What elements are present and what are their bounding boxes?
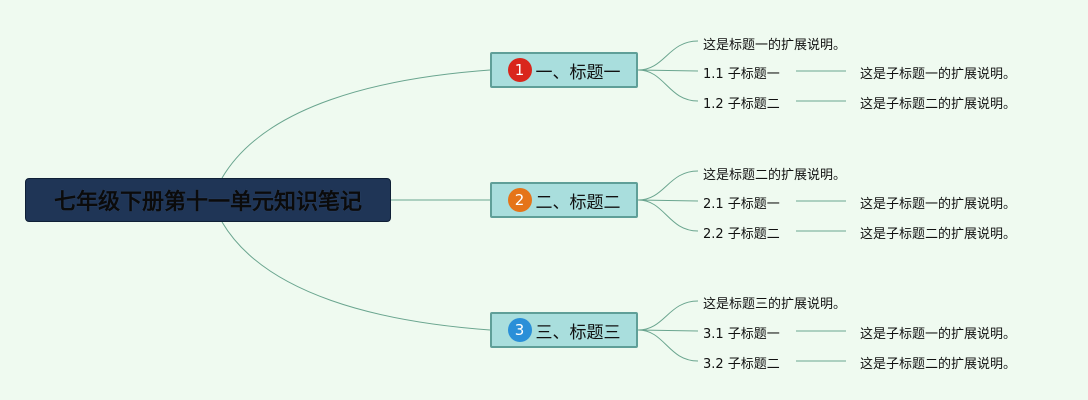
link-topic-3-branch-3 <box>637 329 699 362</box>
topic-node-1[interactable]: 1 一、标题一 <box>490 52 638 88</box>
topic-note[interactable]: 这是标题三的扩展说明。 <box>703 297 847 312</box>
root-title: 七年级下册第十一单元知识笔记 <box>53 190 362 215</box>
link-topic-3-branch-2 <box>637 329 699 332</box>
subtopic-node[interactable]: 3.1 子标题一 <box>703 327 780 342</box>
root-node[interactable]: 七年级下册第十一单元知识笔记 <box>25 178 391 222</box>
subtopic-detail[interactable]: 这是子标题二的扩展说明。 <box>860 357 1017 372</box>
topic-label: 二、标题二 <box>535 192 621 213</box>
subtopic-node[interactable]: 1.1 子标题一 <box>703 67 780 82</box>
link-topic-1-branch-1 <box>637 40 699 71</box>
link-topic-2-branch-2 <box>637 199 699 202</box>
link-root-topic-3 <box>221 221 491 331</box>
link-topic-1-branch-2 <box>637 69 699 72</box>
number-3-badge-icon: 3 <box>507 318 532 342</box>
topic-note[interactable]: 这是标题二的扩展说明。 <box>703 168 847 183</box>
link-topic-2-branch-1 <box>637 170 699 201</box>
subtopic-detail[interactable]: 这是子标题一的扩展说明。 <box>860 327 1017 342</box>
link-topic-2-branch-3 <box>637 199 699 232</box>
subtopic-detail[interactable]: 这是子标题一的扩展说明。 <box>860 197 1017 212</box>
subtopic-node[interactable]: 2.2 子标题二 <box>703 227 780 242</box>
subtopic-detail[interactable]: 这是子标题二的扩展说明。 <box>860 227 1017 242</box>
number-1-badge-icon: 1 <box>507 58 532 82</box>
subtopic-detail[interactable]: 这是子标题一的扩展说明。 <box>860 67 1017 82</box>
topic-label: 一、标题一 <box>535 62 621 83</box>
topic-label: 三、标题三 <box>535 322 621 343</box>
link-topic-3-branch-1 <box>637 300 699 331</box>
subtopic-node[interactable]: 1.2 子标题二 <box>703 97 780 112</box>
number-2-badge-icon: 2 <box>507 188 532 212</box>
link-root-topic-1 <box>221 69 491 179</box>
link-topic-1-branch-3 <box>637 69 699 102</box>
topic-node-3[interactable]: 3 三、标题三 <box>490 312 638 348</box>
topic-node-2[interactable]: 2 二、标题二 <box>490 182 638 218</box>
topic-note[interactable]: 这是标题一的扩展说明。 <box>703 38 847 53</box>
subtopic-node[interactable]: 3.2 子标题二 <box>703 357 780 372</box>
subtopic-node[interactable]: 2.1 子标题一 <box>703 197 780 212</box>
subtopic-detail[interactable]: 这是子标题二的扩展说明。 <box>860 97 1017 112</box>
